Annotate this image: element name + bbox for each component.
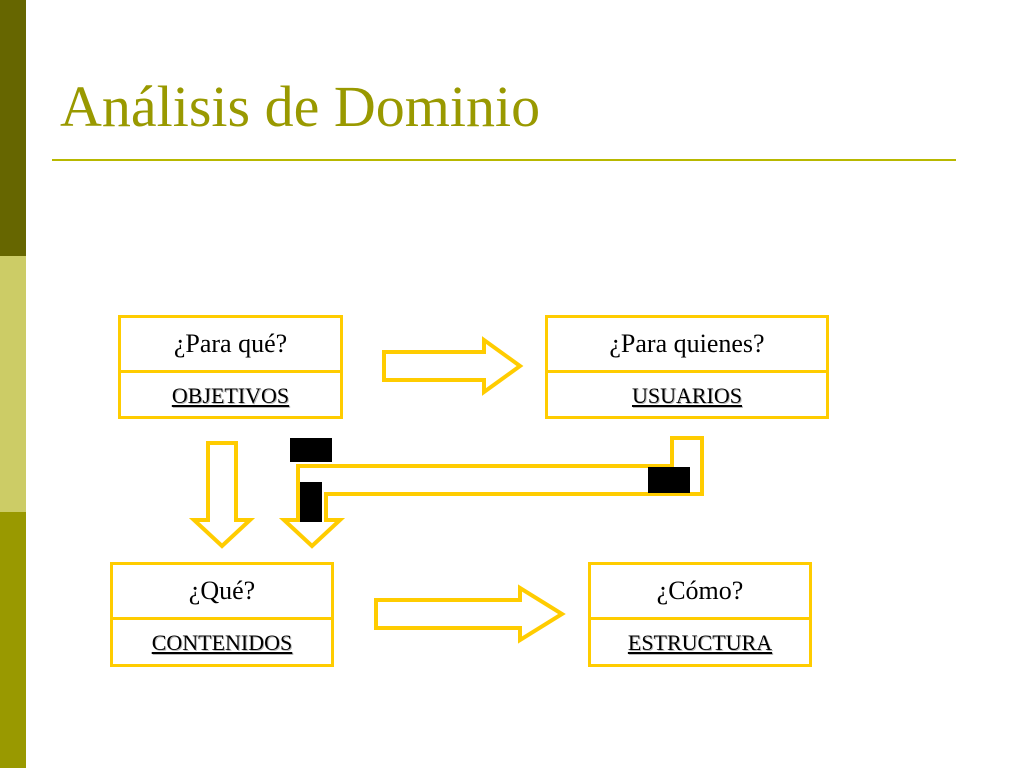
arrow-right-purpose-to-users bbox=[382, 336, 524, 396]
arrow-down-purpose-to-content bbox=[188, 441, 256, 549]
marker-block bbox=[300, 482, 322, 522]
slide-title: Análisis de Dominio bbox=[60, 74, 541, 139]
arrow-bent-users-to-content bbox=[278, 436, 704, 549]
box-users: ¿Para quienes? USUARIOS bbox=[545, 315, 829, 419]
box-structure: ¿Cómo? ESTRUCTURA bbox=[588, 562, 812, 667]
box-content-question: ¿Qué? bbox=[113, 565, 331, 620]
arrow-right-content-to-structure bbox=[374, 584, 566, 644]
marker-block bbox=[290, 438, 332, 462]
title-divider bbox=[52, 159, 956, 161]
marker-block bbox=[648, 467, 690, 493]
sidebar-band-middle bbox=[0, 256, 26, 512]
box-content-answer: CONTENIDOS bbox=[151, 630, 293, 655]
sidebar-band-bottom bbox=[0, 512, 26, 768]
box-purpose: ¿Para qué? OBJETIVOS bbox=[118, 315, 343, 419]
box-purpose-answer: OBJETIVOS bbox=[171, 383, 290, 408]
box-structure-answer: ESTRUCTURA bbox=[627, 630, 773, 655]
box-content: ¿Qué? CONTENIDOS bbox=[110, 562, 334, 667]
sidebar-band-top bbox=[0, 0, 26, 256]
box-users-question: ¿Para quienes? bbox=[548, 318, 826, 373]
box-structure-question: ¿Cómo? bbox=[591, 565, 809, 620]
box-users-answer: USUARIOS bbox=[631, 383, 743, 408]
box-purpose-question: ¿Para qué? bbox=[121, 318, 340, 373]
